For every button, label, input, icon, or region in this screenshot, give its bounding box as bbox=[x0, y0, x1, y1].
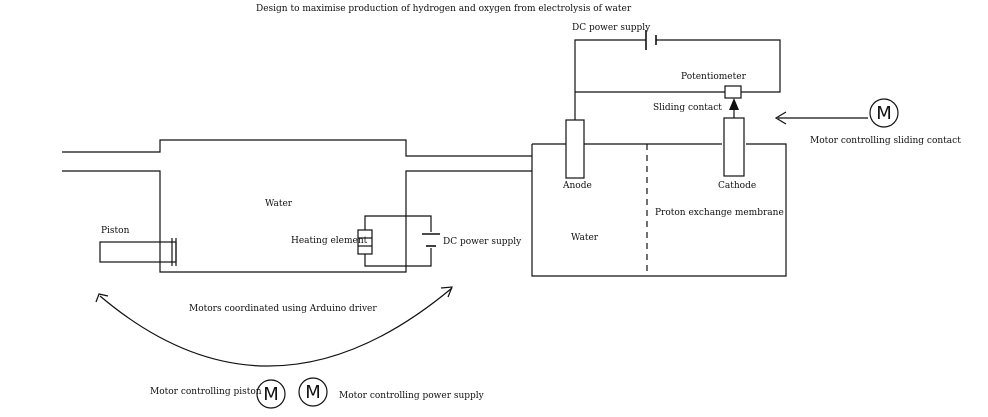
left-tank bbox=[62, 139, 532, 273]
label-heating-element: Heating element bbox=[291, 236, 368, 246]
label-sliding-contact: Sliding contact bbox=[653, 103, 722, 113]
label-piston: Piston bbox=[101, 226, 130, 236]
piston bbox=[99, 238, 177, 266]
label-dc-power-supply-left: DC power supply bbox=[443, 237, 522, 247]
top-circuit bbox=[574, 39, 781, 120]
electrolysis-cell bbox=[531, 143, 787, 277]
label-motor-sliding-contact: Motor controlling sliding contact bbox=[810, 136, 961, 146]
label-anode: Anode bbox=[563, 181, 592, 191]
motor-piston-letter: M bbox=[263, 384, 279, 405]
motor-sliding-letter: M bbox=[876, 103, 892, 124]
heating-element bbox=[357, 215, 432, 267]
motor-icon bbox=[869, 98, 899, 128]
diagram-title: Design to maximise production of hydroge… bbox=[256, 4, 632, 14]
label-motors-coordinated: Motors coordinated using Arduino driver bbox=[189, 304, 377, 314]
label-motor-piston: Motor controlling piston bbox=[150, 387, 262, 397]
label-water-right: Water bbox=[571, 233, 599, 243]
motor-icon bbox=[298, 377, 328, 407]
label-cathode: Cathode bbox=[718, 181, 757, 191]
dc-power-supply-left-symbol bbox=[422, 233, 440, 247]
motor-power-letter: M bbox=[305, 382, 321, 403]
dc-power-supply-top-symbol bbox=[645, 30, 657, 50]
label-motor-power-supply: Motor controlling power supply bbox=[339, 391, 484, 401]
label-dc-power-supply-top: DC power supply bbox=[572, 23, 651, 33]
label-potentiometer: Potentiometer bbox=[681, 72, 746, 82]
sliding-contact-arrow bbox=[729, 98, 739, 110]
label-proton-exchange-membrane: Proton exchange membrane bbox=[655, 208, 784, 218]
potentiometer bbox=[724, 85, 742, 99]
motor-icon bbox=[256, 379, 286, 409]
cathode bbox=[723, 117, 745, 177]
anode bbox=[565, 119, 585, 179]
label-water-left: Water bbox=[265, 199, 293, 209]
